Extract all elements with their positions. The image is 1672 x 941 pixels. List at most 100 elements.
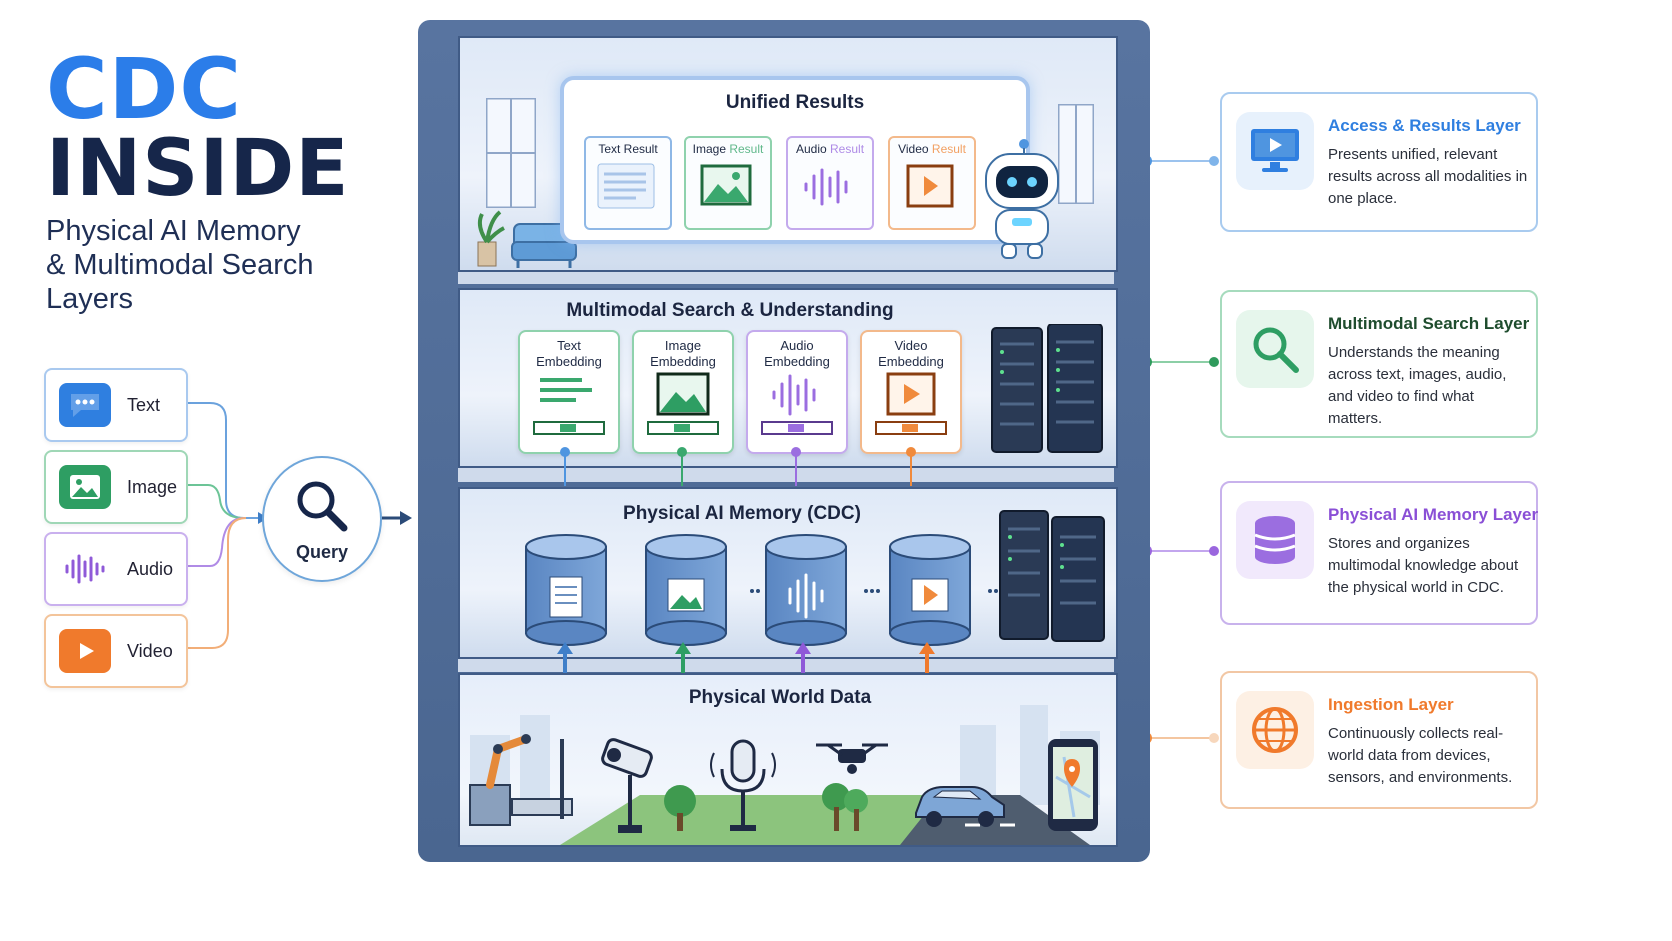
input-image-label: Image (127, 476, 178, 497)
physical-world-data-title: Physical World Data (688, 687, 872, 708)
text-lines-icon (533, 378, 605, 435)
window-right (1058, 104, 1094, 204)
smartphone-map-icon (1048, 739, 1098, 831)
audio-result-label-sub: Result (830, 142, 865, 156)
input-text-card[interactable]: Text (44, 368, 188, 442)
audio-wave-icon (804, 168, 848, 206)
input-audio-card[interactable]: Audio (44, 532, 188, 606)
access-results-layer-desc: Presents unified, relevant results acros… (1328, 146, 1528, 207)
text-result-label-text: Text Result (598, 142, 658, 156)
globe-icon (1236, 691, 1314, 769)
input-video-label: Video (127, 640, 173, 661)
robotic-arm-icon (469, 734, 573, 826)
unified-results-panel: Unified Results Text Result Image Result… (560, 76, 1030, 244)
physical-ai-memory-title: Physical AI Memory (CDC) (623, 503, 861, 524)
audio-result-label: Audio Result (788, 142, 872, 156)
video-frame-icon (875, 372, 947, 435)
chat-bubble-icon (59, 383, 111, 427)
image-icon (700, 164, 752, 206)
play-icon (59, 629, 111, 673)
input-image-card[interactable]: Image (44, 450, 188, 524)
video-result-label-main: Video (898, 142, 929, 156)
text-result-card[interactable]: Text Result (584, 136, 672, 230)
text-document-icon (597, 163, 655, 209)
text-embedding-label-line-1: Text (557, 338, 581, 353)
plant-and-armchair-icon (477, 210, 577, 268)
query-node[interactable]: Query (262, 456, 382, 582)
search-icon (1236, 310, 1314, 388)
text-embedding-label-line-2: Embedding (536, 354, 602, 369)
tree-icon (664, 785, 696, 831)
multimodal-search-title: Multimodal Search & Understanding (566, 300, 894, 321)
text-result-label: Text Result (586, 142, 670, 156)
input-video-card[interactable]: Video (44, 614, 188, 688)
audio-wave-icon (59, 547, 111, 591)
image-result-label: Image Result (686, 142, 770, 156)
video-embedding-label-line-1: Video (894, 338, 928, 353)
video-embedding-label-line-2: Embedding (878, 354, 944, 369)
audio-result-label-main: Audio (795, 142, 827, 156)
title-inside: INSIDE (46, 124, 350, 214)
physical-ai-memory-layer-title: Physical AI Memory Layer (1328, 505, 1539, 524)
drone-icon (816, 743, 888, 774)
database-audio-icon (765, 534, 847, 646)
audio-wave-icon (761, 374, 833, 435)
multimodal-search-layer-card[interactable]: Multimodal Search Layer Understands the … (1220, 290, 1538, 438)
input-audio-label: Audio (127, 558, 174, 579)
tree-icon (822, 783, 868, 831)
title-cdc: CDC (46, 40, 243, 138)
embedding-stems (560, 447, 916, 486)
access-results-layer-title: Access & Results Layer (1328, 116, 1521, 135)
physical-ai-memory-layer-desc: Stores and organizes multimodal knowledg… (1328, 535, 1519, 596)
ingestion-layer-desc: Continuously collects real-world data fr… (1328, 725, 1513, 786)
subtitle-line-2: & Multimodal Search (46, 249, 314, 281)
image-icon (647, 372, 719, 435)
image-result-label-main: Image (692, 142, 726, 156)
access-results-layer-card[interactable]: Access & Results Layer Presents unified,… (1220, 92, 1538, 232)
image-embedding-label-line-2: Embedding (650, 354, 716, 369)
physical-ai-memory-layer-card[interactable]: Physical AI Memory Layer Stores and orga… (1220, 481, 1538, 625)
video-result-label-sub: Result (931, 142, 966, 156)
database-video-icon (889, 534, 971, 646)
server-rack-icon (991, 324, 1103, 453)
search-icon (297, 481, 348, 531)
database-icon (1236, 501, 1314, 579)
ingestion-layer-title: Ingestion Layer (1328, 695, 1454, 714)
robot-assistant-icon (985, 139, 1059, 259)
car-icon (915, 786, 1005, 827)
multimodal-search-layer-title: Multimodal Search Layer (1328, 314, 1530, 333)
image-result-label-sub: Result (729, 142, 764, 156)
subtitle: Physical AI Memory & Multimodal Search L… (46, 214, 346, 316)
audio-embedding-label-line-1: Audio (780, 338, 814, 353)
audio-result-card[interactable]: Audio Result (786, 136, 874, 230)
unified-results-title: Unified Results (725, 92, 865, 113)
ingestion-layer-card[interactable]: Ingestion Layer Continuously collects re… (1220, 671, 1538, 809)
database-image-icon (645, 534, 727, 646)
subtitle-line-1: Physical AI Memory (46, 215, 301, 247)
image-embedding-label-line-1: Image (664, 338, 702, 353)
video-result-label: Video Result (890, 142, 974, 156)
image-result-card[interactable]: Image Result (684, 136, 772, 230)
query-label: Query (295, 541, 349, 562)
video-result-card[interactable]: Video Result (888, 136, 976, 230)
floor-unified-results: Unified Results Text Result Image Result… (458, 36, 1118, 272)
microphone-icon (710, 739, 776, 831)
audio-embedding-label-line-2: Embedding (764, 354, 830, 369)
image-icon (59, 465, 111, 509)
database-text-icon (525, 534, 607, 646)
window-left (486, 98, 536, 208)
memory-storage-row (525, 534, 1004, 646)
input-text-label: Text (127, 394, 161, 415)
security-camera-icon (601, 738, 653, 833)
multimodal-search-layer-desc: Understands the meaning across text, ima… (1328, 344, 1507, 427)
video-frame-icon (906, 164, 954, 208)
